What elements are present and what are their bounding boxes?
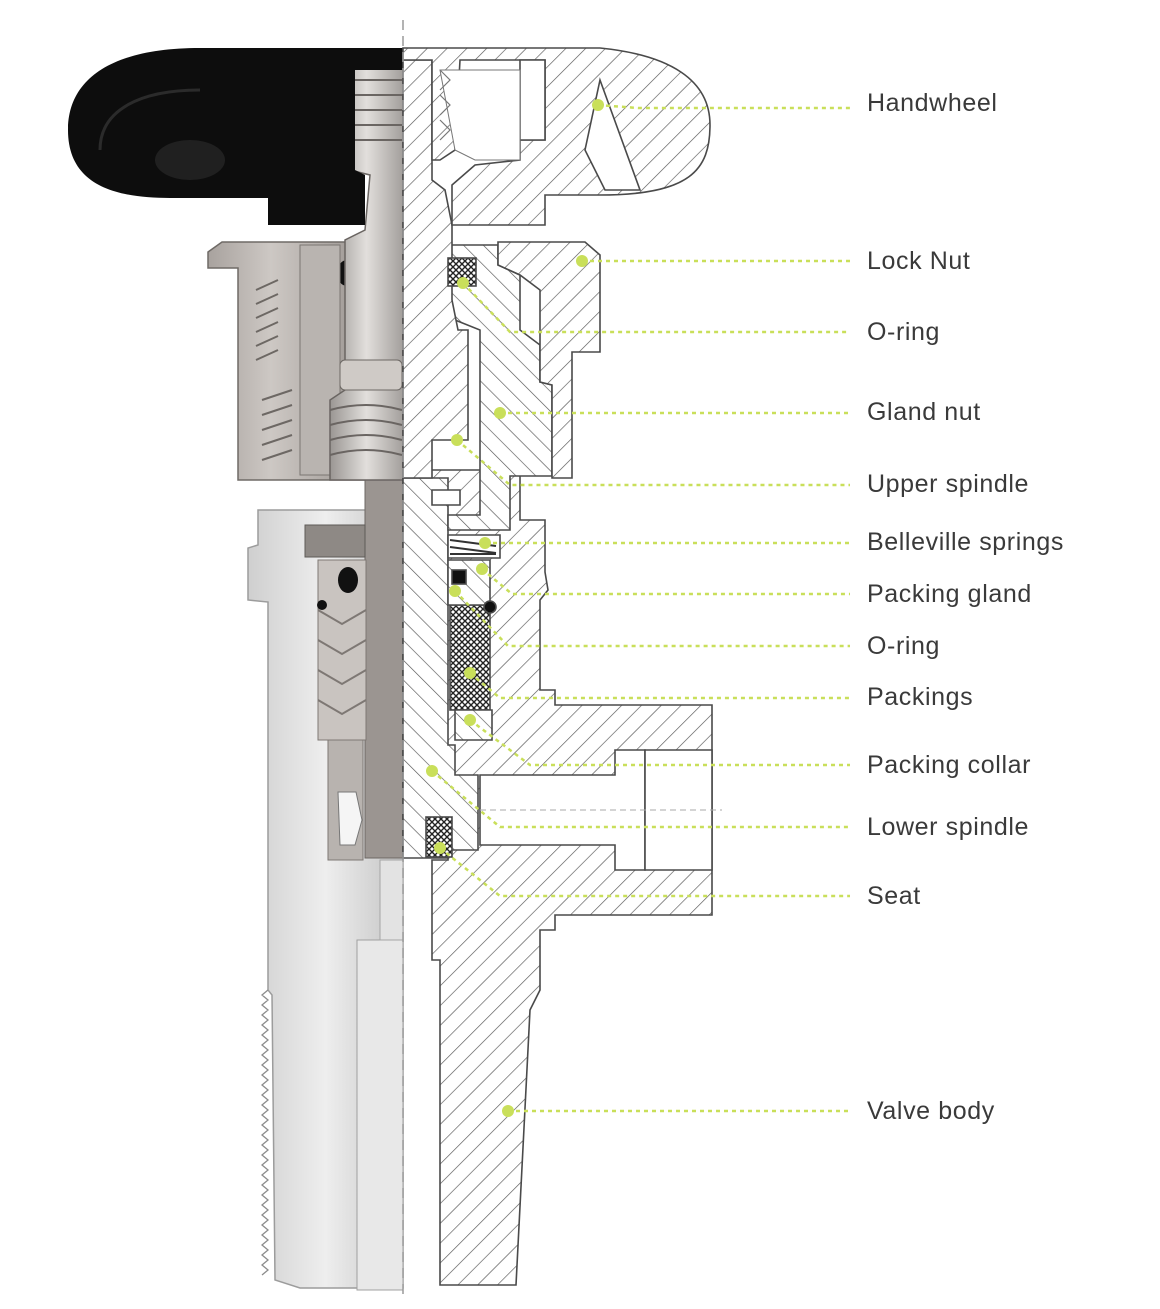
leader-dot-lock-nut	[576, 255, 588, 267]
leader-dot-valve-body	[502, 1105, 514, 1117]
leader-dot-seat	[434, 842, 446, 854]
leader-dot-gland-nut	[494, 407, 506, 419]
belleville-springs-section	[447, 534, 501, 559]
leader-dot-packing-collar	[464, 714, 476, 726]
label-packing-gland: Packing gland	[867, 580, 1032, 608]
leader-line-o-ring-lower	[454, 590, 850, 648]
label-o-ring-lower: O-ring	[867, 632, 941, 660]
valve-left-render	[68, 48, 404, 1291]
label-upper-spindle: Upper spindle	[867, 470, 1030, 498]
body-thread-render	[260, 989, 270, 1276]
bore-render	[356, 939, 404, 1291]
lower-spindle-render	[364, 479, 404, 859]
packings-section	[449, 604, 491, 711]
lower-spindle-section	[402, 477, 479, 859]
label-seat: Seat	[867, 882, 921, 910]
label-gland-nut: Gland nut	[867, 398, 981, 426]
leader-line-packing-collar	[469, 719, 850, 767]
callout-leaders	[426, 99, 850, 1117]
seat-section	[425, 816, 453, 858]
label-handwheel: Handwheel	[867, 89, 998, 117]
label-belleville-springs: Belleville springs	[867, 528, 1064, 556]
leader-line-handwheel	[597, 103, 850, 110]
leader-line-packings	[469, 672, 850, 700]
packing-collar-section	[454, 709, 493, 741]
leader-dot-upper-spindle	[451, 434, 463, 446]
upper-spindle-section	[402, 59, 469, 479]
leader-line-o-ring-upper	[462, 282, 850, 334]
leader-dot-packing-gland	[476, 563, 488, 575]
leader-dot-handwheel	[592, 99, 604, 111]
label-o-ring-upper: O-ring	[867, 318, 941, 346]
leader-dot-o-ring-upper	[457, 277, 469, 289]
valve-right-section	[402, 47, 722, 1286]
leader-dot-o-ring-lower	[449, 585, 461, 597]
handwheel-render	[68, 48, 403, 225]
label-lock-nut: Lock Nut	[867, 247, 971, 275]
label-packing-collar: Packing collar	[867, 751, 1032, 779]
leader-dot-lower-spindle	[426, 765, 438, 777]
lock-nut-section	[497, 241, 601, 479]
leader-dot-belleville-springs	[479, 537, 491, 549]
leader-dot-packings	[464, 667, 476, 679]
label-valve-body: Valve body	[867, 1097, 995, 1125]
label-lower-spindle: Lower spindle	[867, 813, 1030, 841]
leader-line-seat	[439, 847, 850, 898]
leader-line-upper-spindle	[456, 439, 850, 487]
leader-line-packing-gland	[481, 568, 850, 596]
label-packings: Packings	[867, 683, 974, 711]
leader-line-lower-spindle	[431, 770, 850, 829]
